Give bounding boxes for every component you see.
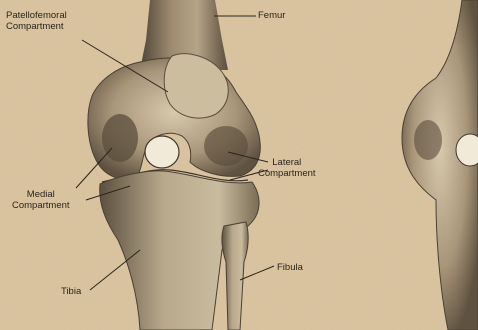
label-medial-compartment: Medial Compartment [12, 189, 70, 211]
lateral-condyle-shadow [204, 126, 248, 166]
label-femur: Femur [258, 10, 285, 21]
label-patellofemoral-compartment: Patellofemoral Compartment [6, 10, 67, 32]
label-tibia: Tibia [61, 286, 81, 297]
second-knee-shadow [414, 120, 442, 160]
label-fibula: Fibula [277, 262, 303, 273]
medial-condyle-shadow [102, 114, 138, 162]
intercondylar-notch [145, 136, 179, 168]
label-lateral-compartment: Lateral Compartment [258, 157, 316, 179]
